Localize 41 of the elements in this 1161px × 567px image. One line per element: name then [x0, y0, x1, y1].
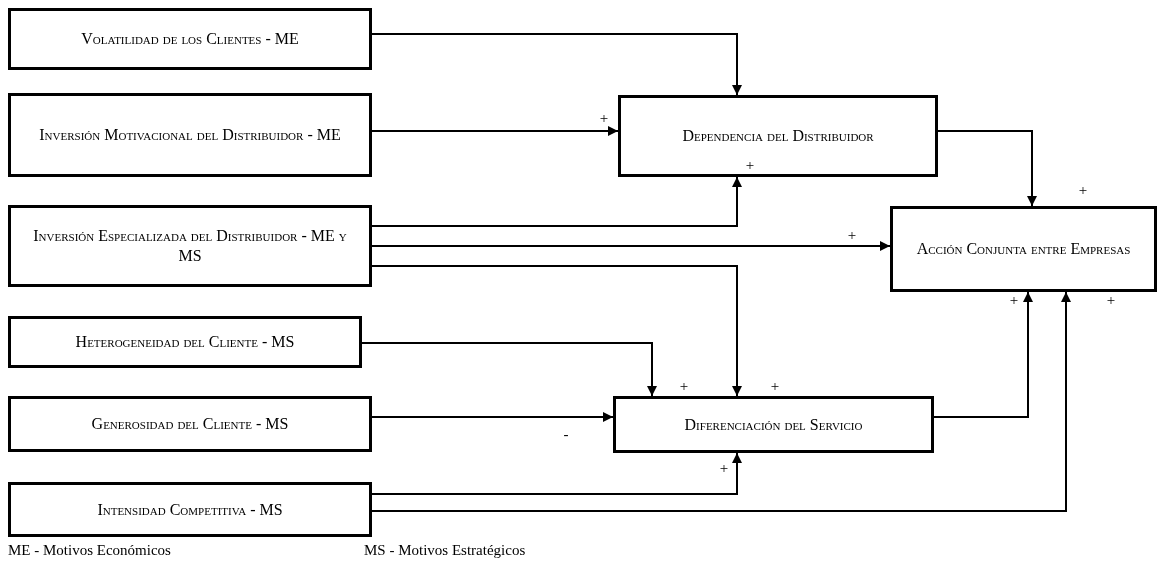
- factor-box: [8, 396, 372, 452]
- factor-box: [613, 396, 934, 453]
- box-label: Inversión Motivacional del Distribuidor - ME: [39, 125, 341, 145]
- arrow: [371, 291, 1071, 512]
- arrow: [371, 33, 742, 96]
- arrow: [933, 291, 1033, 418]
- factor-box: [8, 8, 372, 70]
- legend-note: ME - Motivos Económicos: [8, 542, 171, 559]
- legend-note: MS - Motivos Estratégicos: [364, 542, 526, 559]
- box-label: Diferenciación del Servicio: [684, 414, 863, 435]
- arrow: [371, 412, 614, 422]
- box-label: Generosidad del Cliente - MS: [91, 414, 289, 434]
- arrow: [371, 126, 619, 136]
- edge-label: -: [563, 426, 569, 442]
- factor-box: [8, 93, 372, 177]
- edge-label: +: [847, 227, 857, 243]
- box-label: Heterogeneidad del Cliente - MS: [75, 332, 295, 352]
- box-label: Dependencia del Distribuidor: [682, 126, 874, 146]
- box-label: Volatilidad de los Clientes - ME: [81, 29, 299, 49]
- edge-label: +: [770, 378, 780, 394]
- edge-label: +: [1009, 292, 1019, 308]
- edge-label: +: [745, 157, 755, 173]
- edge-label: +: [599, 110, 609, 126]
- arrow: [371, 452, 742, 495]
- arrow: [371, 265, 742, 397]
- edge-label: +: [1106, 292, 1116, 308]
- factor-box: [8, 482, 372, 537]
- box-label: Acción Conjunta entre Empresas: [916, 239, 1131, 259]
- factor-box: [8, 316, 362, 368]
- edge-label: +: [679, 378, 689, 394]
- factor-box: [8, 205, 372, 287]
- box-label: Intensidad Competitiva - MS: [97, 499, 283, 520]
- arrow: [361, 342, 657, 397]
- edge-label: +: [719, 460, 729, 476]
- arrow: [371, 176, 742, 227]
- box-label: Inversión Especializada del Distribuidor - ME y MS: [32, 226, 348, 266]
- factor-box: [890, 206, 1157, 292]
- edge-label: +: [1078, 182, 1088, 198]
- arrow: [937, 130, 1037, 207]
- arrow: [371, 241, 891, 251]
- factor-box: [618, 95, 938, 177]
